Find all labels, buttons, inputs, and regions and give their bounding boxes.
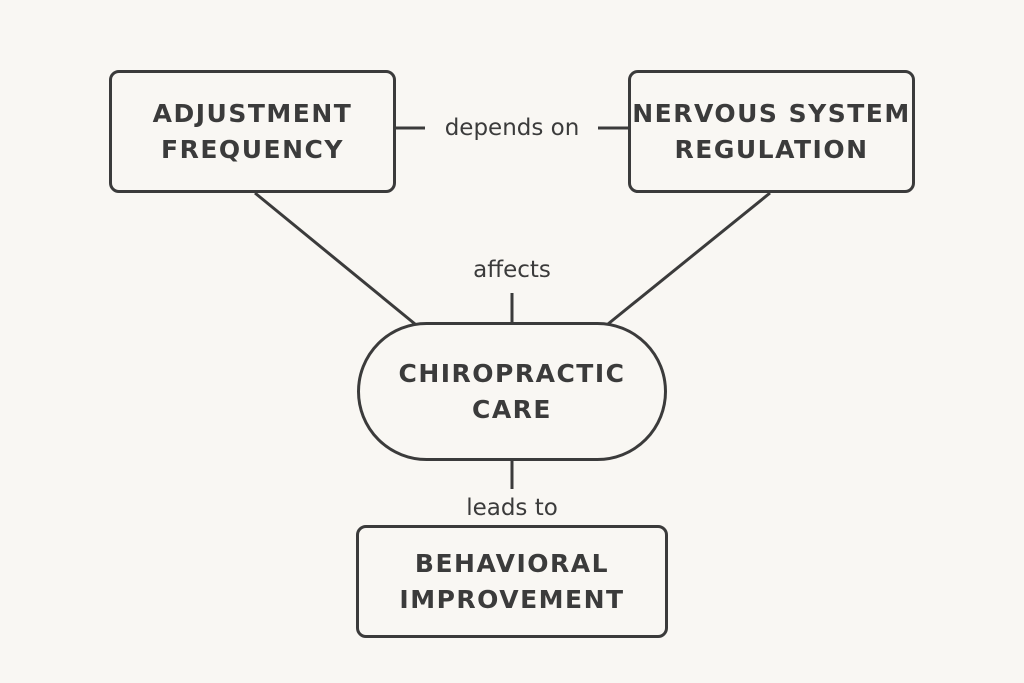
node-adjustment-frequency: ADJUSTMENT FREQUENCY <box>109 70 396 193</box>
node-label-line-1: NERVOUS SYSTEM <box>632 98 911 128</box>
node-label-line-1: CHIROPRACTIC <box>398 358 626 388</box>
node-label-line-2: FREQUENCY <box>161 134 344 164</box>
node-label-line-1: BEHAVIORAL <box>414 548 610 578</box>
edge-nervous-to-chiropractic <box>607 191 771 326</box>
node-label-line-2: REGULATION <box>674 134 869 164</box>
edge-label-depends-on: depends on <box>444 115 580 141</box>
node-chiropractic-care: CHIROPRACTIC CARE <box>357 322 667 461</box>
node-label-line-2: CARE <box>471 394 553 424</box>
node-nervous-system-regulation: NERVOUS SYSTEM REGULATION <box>628 70 915 193</box>
node-label-line-2: IMPROVEMENT <box>399 584 625 614</box>
edge-adjustment-to-chiropractic <box>254 191 416 326</box>
edge-label-affects: affects <box>473 257 551 283</box>
node-label-line-1: ADJUSTMENT <box>152 98 353 128</box>
node-behavioral-improvement: BEHAVIORAL IMPROVEMENT <box>356 525 668 638</box>
edge-label-leads-to: leads to <box>466 495 558 521</box>
